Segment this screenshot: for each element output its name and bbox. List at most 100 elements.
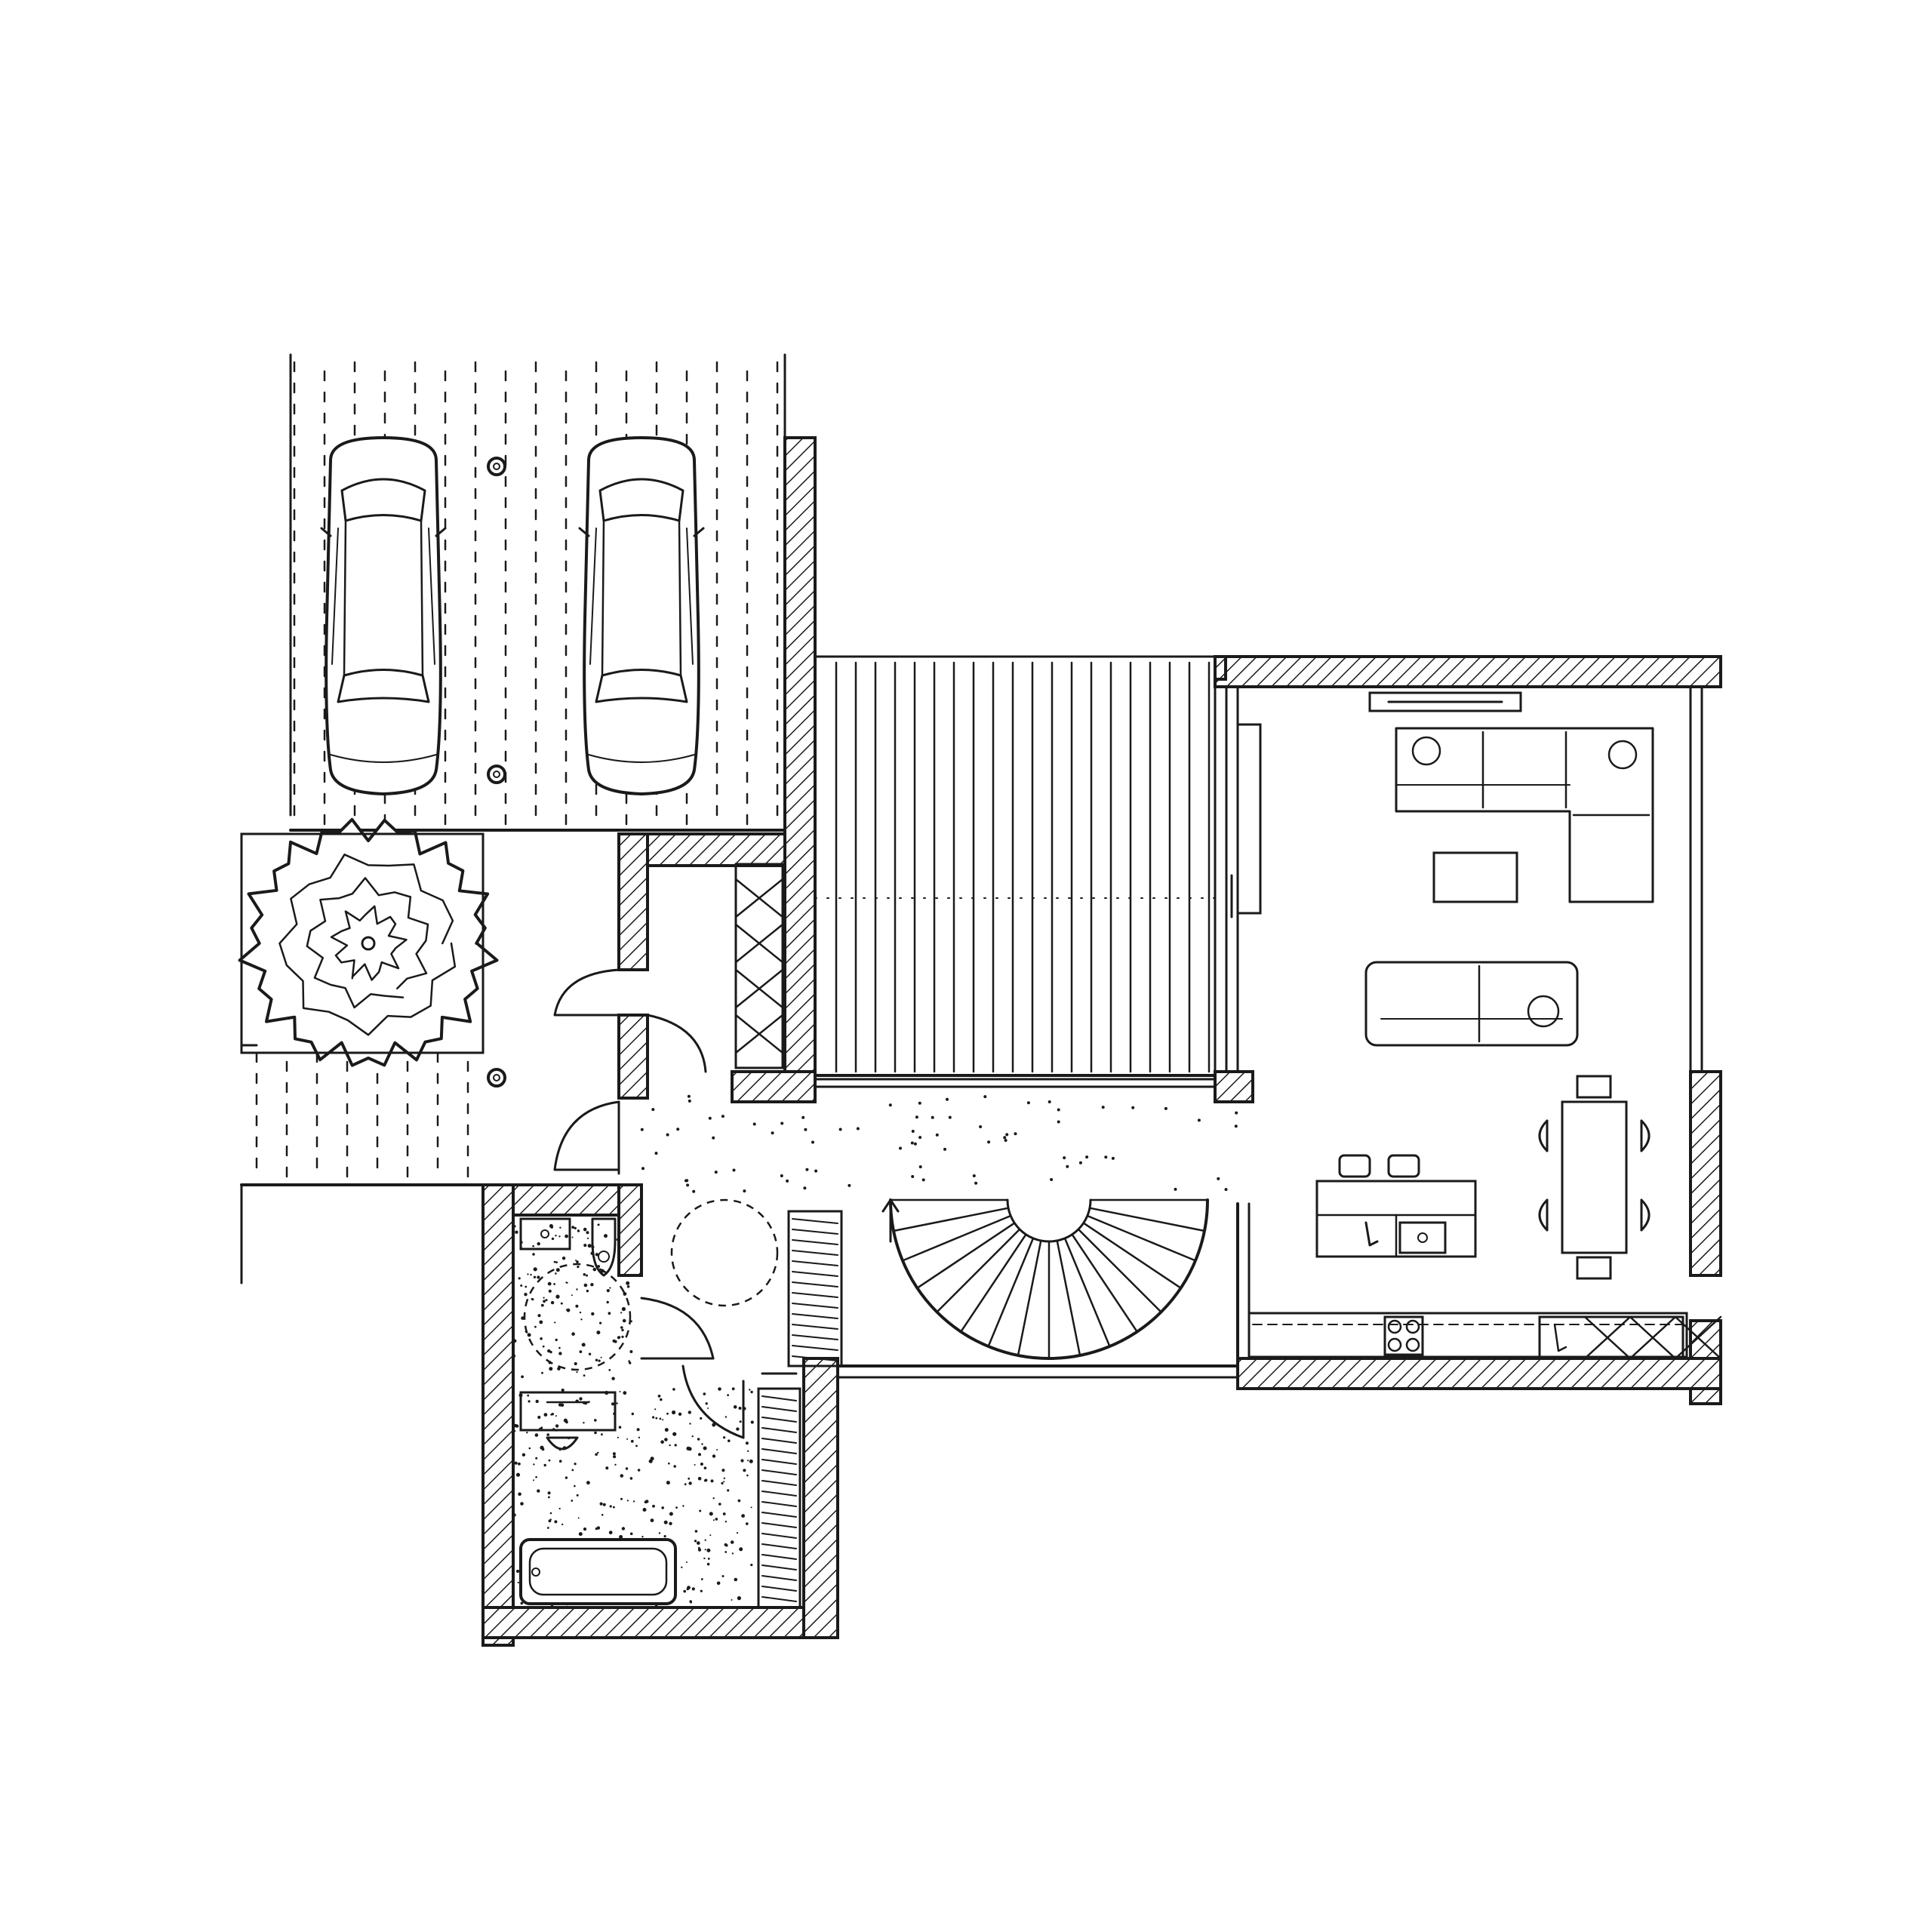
floor-dot xyxy=(535,1399,539,1404)
closet-hatch xyxy=(761,1459,797,1465)
floor-dot xyxy=(921,1178,925,1182)
floor-dot xyxy=(688,1477,691,1480)
closet-hatch xyxy=(761,1596,797,1602)
wall-living-north xyxy=(1214,655,1722,688)
floor-dot xyxy=(716,1581,721,1586)
floor-dot xyxy=(1224,1188,1228,1192)
stair-tread xyxy=(960,1233,1027,1333)
island-sink xyxy=(1398,1221,1447,1254)
floor-dot xyxy=(637,1469,641,1472)
floor-dot xyxy=(731,1552,734,1555)
closet-cross xyxy=(734,878,784,918)
floor-dot xyxy=(724,1416,728,1418)
floor-dot xyxy=(518,1462,521,1466)
wall-living-south xyxy=(1236,1357,1722,1390)
floor-dot xyxy=(691,1435,694,1438)
wall-wc-east xyxy=(617,1183,643,1277)
floor-dot xyxy=(686,1446,691,1451)
coffee-table xyxy=(1432,851,1518,903)
floor-dot xyxy=(721,1575,724,1577)
floor-dot xyxy=(655,1417,658,1420)
sofa-pillow xyxy=(1411,736,1441,766)
floor-dot xyxy=(733,1405,737,1409)
floor-dot xyxy=(663,1520,668,1524)
floor-dot xyxy=(1066,1164,1069,1168)
stair-tread xyxy=(1017,1239,1042,1357)
floor-dot xyxy=(739,1420,742,1423)
floor-dot xyxy=(583,1273,586,1276)
floor-dot xyxy=(666,1481,670,1485)
floor-dot xyxy=(712,1136,715,1140)
stair-tread xyxy=(1077,1228,1162,1313)
floor-dot xyxy=(558,1352,562,1355)
floor-dot xyxy=(911,1130,915,1133)
bathroom xyxy=(519,1391,677,1605)
floor-dot xyxy=(595,1527,598,1531)
living-room xyxy=(1230,691,1654,1047)
floor-dot xyxy=(555,1424,559,1428)
closet-hatch xyxy=(792,1260,838,1266)
floor-dot xyxy=(631,1412,634,1416)
dining-area xyxy=(1538,1075,1651,1280)
closet-hatch xyxy=(761,1417,797,1423)
floor-dot xyxy=(1197,1118,1201,1122)
floor-dot xyxy=(558,1346,561,1349)
floor-dot xyxy=(621,1527,626,1531)
hall-door-swing xyxy=(553,1100,620,1171)
stair-tread xyxy=(1063,1237,1111,1348)
floor-dot xyxy=(571,1236,574,1238)
floor-dot xyxy=(553,1260,556,1263)
wall-living-nw-stub xyxy=(1214,655,1227,681)
floor-dot xyxy=(811,1140,814,1144)
floor-dot xyxy=(605,1466,609,1470)
floor-dot xyxy=(918,1165,922,1169)
floor-dot xyxy=(1004,1139,1008,1142)
dining-chair xyxy=(1640,1198,1651,1232)
floor-dot xyxy=(888,1103,892,1107)
wall-bath-south xyxy=(481,1606,839,1639)
floor-dot xyxy=(580,1318,583,1321)
hob-burner xyxy=(1405,1337,1420,1352)
floor-dot xyxy=(687,1094,691,1098)
floor-dot xyxy=(668,1462,670,1465)
floor-dot xyxy=(706,1548,711,1552)
floor-dot xyxy=(617,1336,621,1340)
floor-dot xyxy=(728,1439,731,1442)
floor-dot xyxy=(1111,1156,1115,1160)
hob-burner xyxy=(1387,1337,1402,1352)
floor-dot xyxy=(629,1350,633,1353)
tree-trunk xyxy=(361,936,376,951)
floor-dot xyxy=(752,1122,756,1126)
floor-dot xyxy=(715,1518,718,1521)
floor-dot xyxy=(609,1287,611,1289)
kitchen xyxy=(1247,1154,1722,1360)
floor-dot xyxy=(704,1539,706,1542)
floor-dot xyxy=(537,1415,541,1420)
wc-washbasin xyxy=(519,1217,571,1251)
closet-hatch xyxy=(761,1554,797,1560)
floor-dot xyxy=(579,1311,582,1314)
closet-cross xyxy=(734,923,784,964)
floor-dot xyxy=(583,1374,586,1377)
floor-dot xyxy=(561,1523,564,1526)
floor-dot xyxy=(540,1303,544,1307)
floor-dot xyxy=(722,1512,726,1515)
floor-dot xyxy=(565,1420,568,1424)
floor-dot xyxy=(648,1459,653,1463)
bath-closet xyxy=(757,1387,801,1609)
floor-dot xyxy=(571,1332,575,1336)
floor-dot xyxy=(1026,1101,1030,1105)
floor-dot xyxy=(537,1275,540,1279)
floor-dot xyxy=(651,1108,655,1112)
floor-dot xyxy=(676,1128,680,1131)
hob-burner xyxy=(1405,1319,1420,1334)
stair-tread xyxy=(1056,1239,1081,1357)
floor-dot xyxy=(731,1599,733,1601)
floor-dot xyxy=(642,1508,647,1512)
inner-door-swing xyxy=(646,1014,707,1073)
floor-dot xyxy=(549,1367,553,1371)
floor-dot xyxy=(669,1521,672,1526)
sofa xyxy=(1364,961,1579,1047)
closet-hatch xyxy=(792,1355,838,1361)
wall-living-east xyxy=(1689,1070,1722,1277)
